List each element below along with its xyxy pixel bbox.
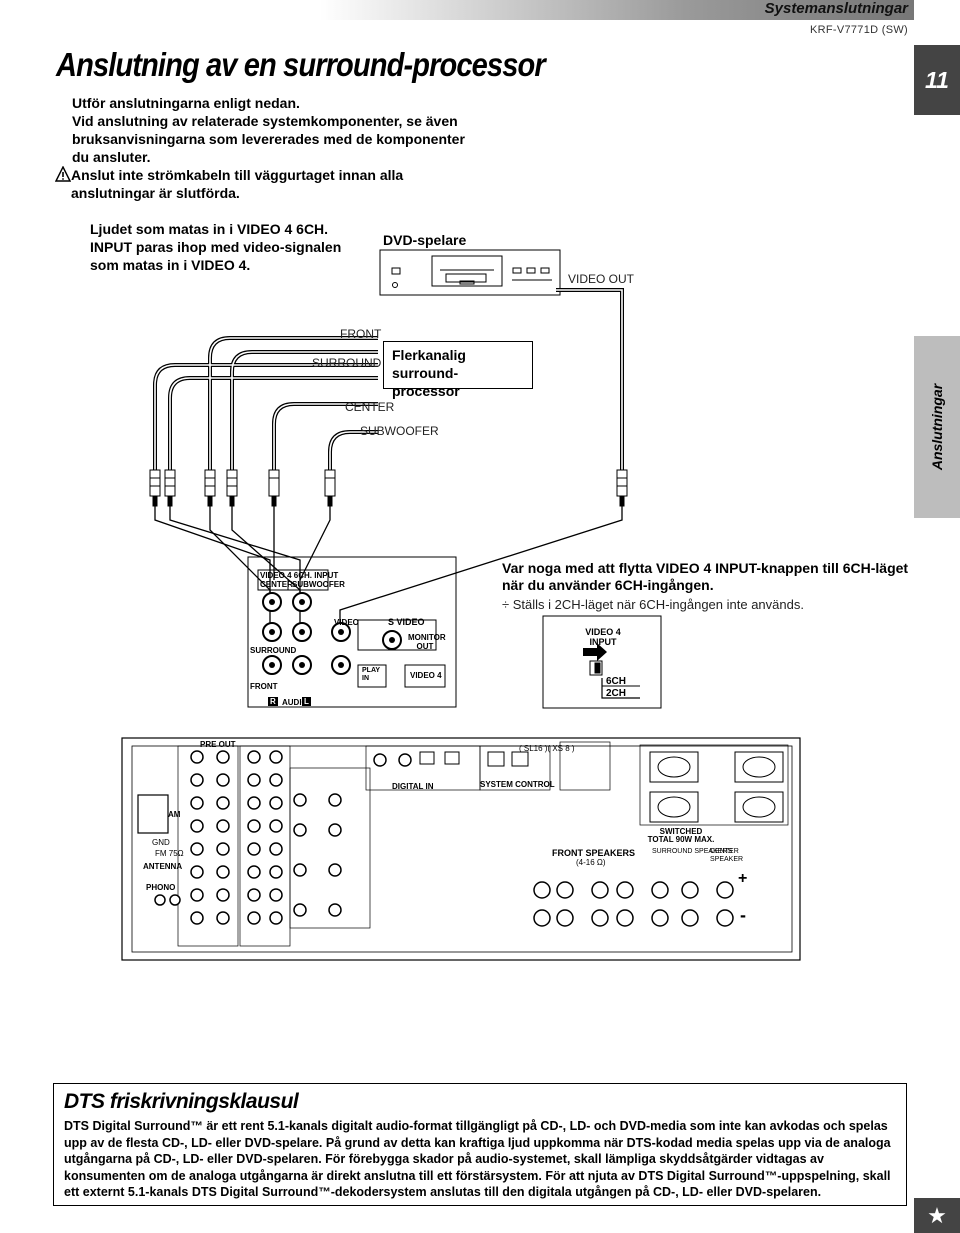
panel-audio-label: AUDIO: [282, 698, 308, 707]
rear-antenna-label: ANTENNA: [143, 862, 183, 871]
panel-center-label: CENTER: [260, 580, 293, 589]
dvd-player-drawing: [379, 249, 561, 296]
rear-sl16-label: ( SL16 )( XS 8 ): [519, 744, 575, 753]
dts-disclaimer-box: DTS friskrivningsklausul DTS Digital Sur…: [53, 1083, 907, 1206]
star-icon: ★: [914, 1198, 960, 1233]
six-ch-input-label: VIDEO 4 6CH. INPUT: [260, 571, 339, 580]
panel-video-label: VIDEO: [334, 618, 359, 627]
panel-s-video-label: S VIDEO: [388, 617, 425, 627]
rear-pre-out-label: PRE OUT: [200, 740, 236, 749]
panel-monitor-out-label: MONITOR OUT: [408, 633, 446, 651]
surround-label: SURROUND: [312, 356, 382, 370]
processor-line-1: Flerkanalig: [392, 347, 466, 363]
rear-digital-in-label: DIGITAL IN: [392, 782, 434, 791]
rear-front-speakers-label: FRONT SPEAKERS: [552, 848, 636, 858]
rear-jacks: [154, 750, 734, 927]
rear-system-control-label: SYSTEM CONTROL: [480, 780, 555, 789]
side-tab-label: Anslutningar: [929, 383, 945, 471]
section-title: Systemanslutningar: [764, 0, 908, 17]
panel-front-label: FRONT: [250, 682, 278, 691]
video-out-label: VIDEO OUT: [568, 272, 635, 286]
panel-l-label: L: [302, 697, 311, 706]
panel-video4-label: VIDEO 4: [410, 671, 442, 680]
switch-option-2ch: 2CH: [606, 688, 627, 699]
subwoofer-label: SUBWOOFER: [360, 424, 439, 438]
intro-text: Utför anslutningarna enligt nedan. Vid a…: [55, 94, 472, 202]
section-side-tab: Anslutningar: [914, 336, 960, 518]
panel-play-in-label: PLAY IN: [362, 667, 380, 682]
panel-jacks: [262, 592, 402, 675]
dvd-player-label: DVD-spelare: [383, 232, 467, 248]
rear-gnd-label: GND: [152, 838, 170, 847]
front-label: FRONT: [340, 327, 382, 341]
switch-title: VIDEO 4 INPUT: [585, 627, 621, 647]
intro-line-2: Vid anslutning av relaterade systemkompo…: [72, 113, 465, 165]
center-label: CENTER: [345, 400, 395, 414]
detail-panel-frame: [247, 556, 457, 708]
dts-text: DTS Digital Surround™ är ett rent 5.1-ka…: [64, 1119, 891, 1199]
rear-impedance-front: (4-16 Ω): [576, 858, 606, 867]
ac-outlets: [649, 751, 784, 823]
rear-fm-label: FM 75Ω: [155, 849, 184, 858]
cables-inner: [154, 289, 623, 470]
panel-surround-label: SURROUND: [250, 646, 297, 655]
rear-am-label: AM: [168, 810, 181, 819]
rear-minus-label: -: [740, 905, 746, 925]
header-bar: [0, 0, 914, 20]
panel-jack-centers: [269, 599, 395, 668]
caution-text: Var noga med att flytta VIDEO 4 INPUT-kn…: [502, 560, 909, 593]
panel-r-label: R: [268, 697, 278, 706]
video4-note: Ljudet som matas in i VIDEO 4 6CH. INPUT…: [90, 221, 342, 273]
digital-ports: [419, 751, 529, 767]
switch-option-6ch: 6CH: [606, 676, 627, 687]
switch-box: [542, 615, 662, 709]
warning-note: Anslut inte strömkabeln till väggurtaget…: [55, 166, 472, 202]
warning-icon: [55, 166, 71, 182]
intro-line-1: Utför anslutningarna enligt nedan.: [72, 95, 300, 111]
page-title: Anslutning av en surround-processor: [56, 46, 546, 83]
caution-subtext: ÷ Ställs i 2CH-läget när 6CH-ingången in…: [502, 597, 804, 612]
rear-panel: [121, 737, 801, 961]
processor-line-2: surround-processor: [392, 365, 460, 399]
rear-center-speaker-label: CENTER SPEAKER: [710, 848, 744, 863]
rear-plus-label: +: [738, 870, 748, 887]
wiring-diagram: [121, 249, 801, 961]
model-number: KRF-V7771D (SW): [809, 24, 908, 36]
arrow-right-icon: [583, 643, 607, 661]
rear-surround-speakers-label: SURROUND SPEAKERS: [652, 848, 733, 855]
processor-box: Flerkanalig surround-processor: [383, 341, 533, 399]
warning-text: Anslut inte strömkabeln till väggurtaget…: [71, 167, 404, 201]
rca-plugs: [149, 469, 628, 507]
page-number-tab: 11: [914, 45, 960, 115]
rear-switched-label: SWITCHED TOTAL 90W MAX.: [647, 827, 715, 844]
dts-title: DTS friskrivningsklausul: [64, 1090, 299, 1113]
rear-phono-label: PHONO: [146, 883, 176, 892]
wires-to-panel: [154, 506, 623, 630]
panel-subwoofer-label: SUBWOOFER: [292, 580, 345, 589]
